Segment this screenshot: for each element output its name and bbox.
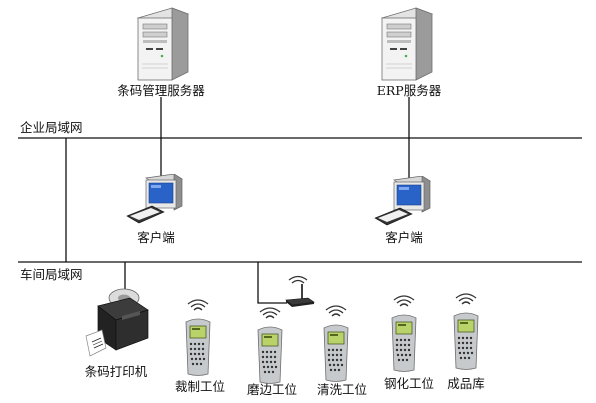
wireless-router-icon [285, 275, 315, 307]
handheld-3-label: 清洗工位 [316, 382, 368, 397]
handheld-2-label: 磨边工位 [246, 382, 298, 397]
router-link [257, 262, 287, 304]
erp-server-label: ERP服务器 [376, 83, 442, 98]
handheld-terminal-icon [391, 295, 417, 372]
barcode-printer-icon [85, 288, 149, 357]
client-1-label: 客户端 [137, 230, 175, 245]
handheld-5-label: 成品库 [447, 376, 485, 391]
barcode-server-icon [136, 7, 190, 81]
handheld-terminal-icon [257, 307, 283, 384]
workshop-lan-label: 车间局域网 [20, 267, 83, 282]
client-2-label: 客户端 [385, 230, 423, 245]
handheld-terminal-icon [185, 299, 211, 376]
barcode-printer-label: 条码打印机 [84, 364, 148, 379]
handheld-terminal-icon [323, 305, 349, 382]
handheld-4-label: 钢化工位 [383, 376, 435, 391]
handheld-1-label: 裁制工位 [174, 379, 226, 394]
client-computer-icon [126, 174, 183, 224]
erp-server-icon [380, 7, 434, 81]
barcode-server-label: 条码管理服务器 [117, 83, 205, 98]
handheld-terminal-icon [453, 293, 479, 370]
client-computer-icon [374, 176, 431, 226]
enterprise-lan-label: 企业局域网 [20, 120, 83, 135]
